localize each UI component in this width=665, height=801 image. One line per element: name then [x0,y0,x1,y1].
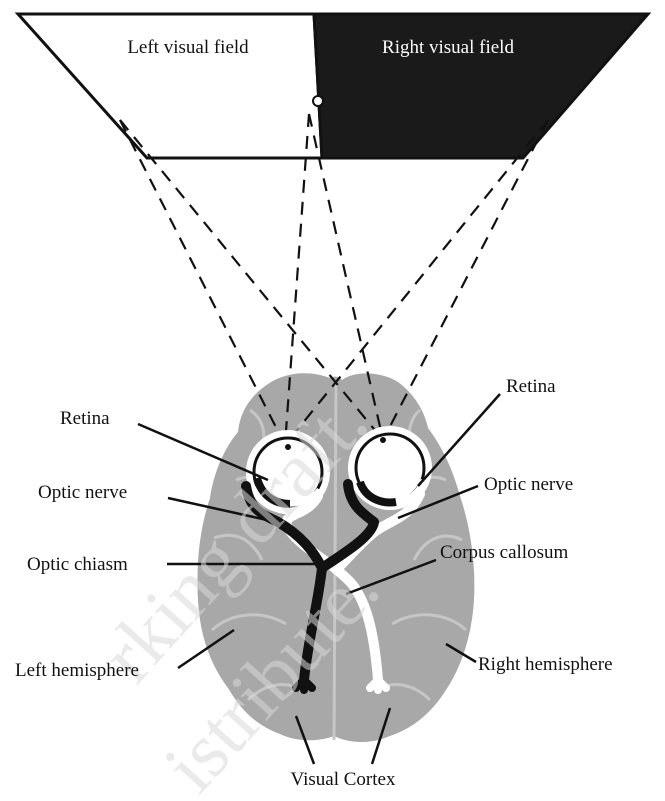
right-visual-field-region [314,14,648,158]
label-optic-chiasm: Optic chiasm [27,554,128,575]
fixation-point [313,96,323,106]
ray [120,120,383,440]
label-visual-cortex: Visual Cortex [291,769,396,790]
label-left-hemisphere: Left hemisphere [15,660,139,681]
label-retina-right: Retina [506,376,556,397]
label-right-hemisphere: Right hemisphere [478,654,613,675]
white-pathway-end [370,680,386,690]
visual-field: Left visual field Right visual field [18,14,648,158]
label-optic-nerve-left: Optic nerve [38,482,127,503]
ray [120,120,285,445]
label-optic-nerve-right: Optic nerve [484,474,573,495]
right-visual-field-label: Right visual field [382,37,514,58]
label-retina-left: Retina [60,408,110,429]
left-visual-field-label: Left visual field [127,37,249,58]
left-visual-field-region [18,14,322,158]
label-corpus-callosum: Corpus callosum [440,542,568,563]
